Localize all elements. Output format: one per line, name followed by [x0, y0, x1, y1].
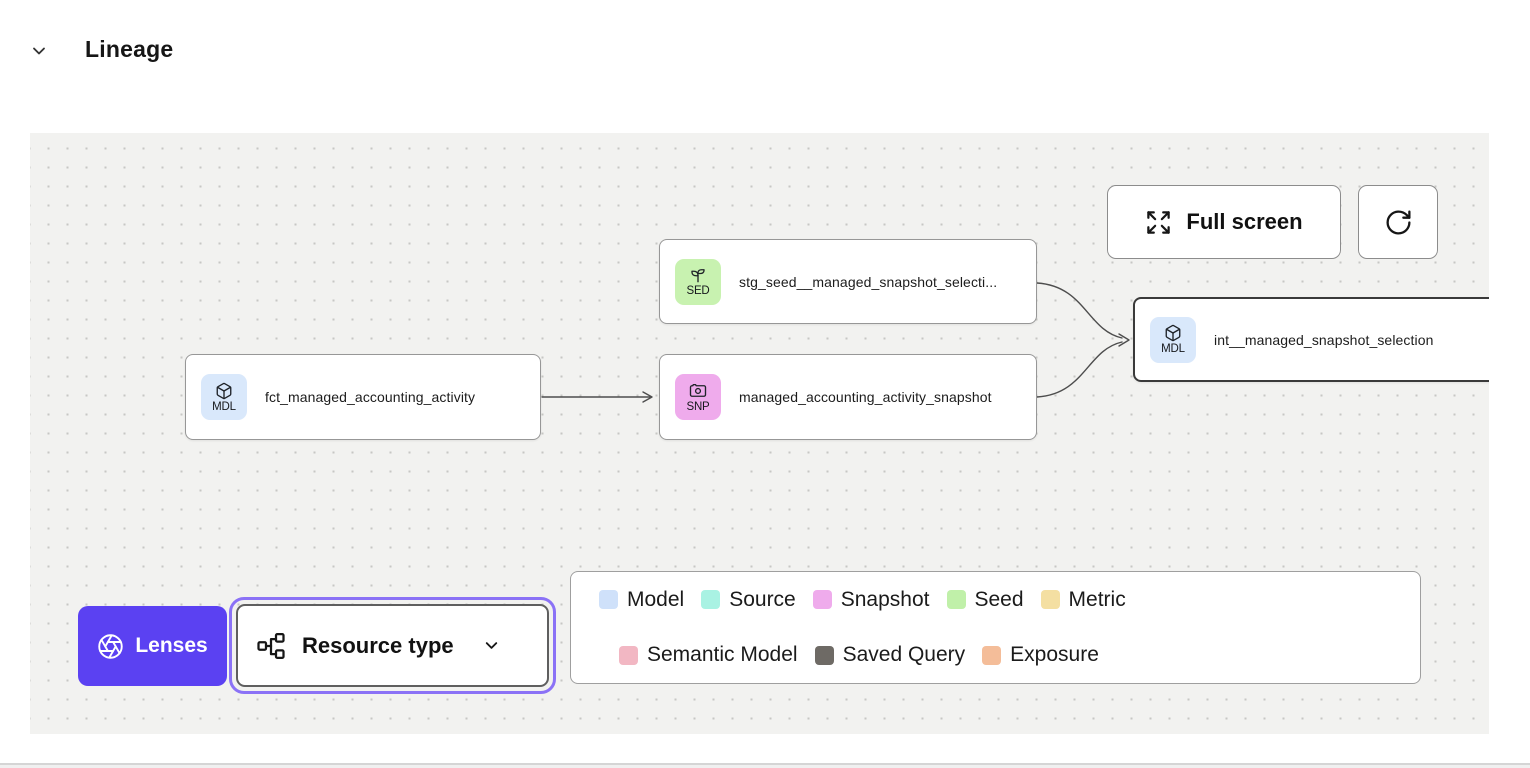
node-label: fct_managed_accounting_activity: [265, 389, 476, 405]
badge-code: SNP: [686, 400, 710, 413]
model-swatch: [599, 590, 618, 610]
legend-item-semantic-model: Semantic Model: [619, 643, 798, 667]
expand-icon: [1147, 210, 1171, 234]
resource-type-focus-ring: Resource type: [229, 597, 556, 694]
bottom-strip: [0, 765, 1530, 768]
legend-row-1: Model Source Snapshot Seed Metric: [599, 572, 1420, 628]
section-collapse-chevron-icon[interactable]: [29, 41, 49, 61]
cube-icon: [1165, 324, 1181, 342]
node-managed-accounting-activity-snapshot[interactable]: SNP managed_accounting_activity_snapshot: [659, 354, 1037, 440]
full-screen-label: Full screen: [1186, 209, 1303, 234]
resource-type-label: Resource type: [302, 632, 454, 658]
refresh-button[interactable]: [1358, 185, 1438, 259]
legend-item-seed: Seed: [946, 588, 1024, 612]
resource-type-dropdown[interactable]: Resource type: [236, 604, 549, 687]
legend-item-exposure: Exposure: [982, 643, 1099, 667]
badge-code: SED: [686, 285, 710, 297]
chevron-down-icon: [485, 642, 497, 649]
node-label: managed_accounting_activity_snapshot: [739, 389, 992, 405]
lenses-button[interactable]: Lenses: [78, 606, 227, 686]
model-badge: MDL: [1150, 316, 1196, 363]
legend-item-model: Model: [599, 588, 684, 612]
badge-code: MDL: [212, 400, 236, 413]
camera-icon: [689, 383, 707, 397]
legend-item-snapshot: Snapshot: [812, 588, 930, 612]
metric-swatch: [1040, 590, 1060, 610]
legend-item-source: Source: [701, 588, 796, 612]
aperture-icon: [98, 633, 124, 659]
cube-icon: [216, 382, 232, 399]
node-label: int__managed_snapshot_selection: [1214, 331, 1434, 348]
node-label: stg_seed__managed_snapshot_selecti...: [739, 273, 998, 290]
bottom-divider: [0, 763, 1530, 765]
legend-item-metric: Metric: [1040, 588, 1126, 612]
node-fct-managed-accounting-activity[interactable]: MDL fct_managed_accounting_activity: [185, 354, 541, 440]
seed-swatch: [946, 590, 966, 610]
model-badge: MDL: [201, 374, 247, 420]
lineage-canvas[interactable]: SED stg_seed__managed_snapshot_selecti..…: [30, 133, 1489, 734]
refresh-icon: [1386, 209, 1411, 234]
sprout-icon: [691, 269, 705, 283]
full-screen-button[interactable]: Full screen: [1107, 185, 1341, 259]
exposure-swatch: [982, 645, 1002, 665]
node-stg-seed-managed-snapshot-selection[interactable]: SED stg_seed__managed_snapshot_selecti..…: [659, 239, 1037, 324]
seed-badge: SED: [675, 258, 721, 305]
hierarchy-icon: [257, 632, 285, 659]
snapshot-badge: SNP: [675, 374, 721, 420]
page-title: Lineage: [85, 36, 174, 62]
badge-code: MDL: [1161, 343, 1185, 355]
lenses-label: Lenses: [135, 634, 208, 657]
snapshot-swatch: [812, 590, 832, 610]
source-swatch: [701, 590, 721, 610]
legend-row-2: Semantic Model Saved Query Exposure: [599, 628, 1420, 684]
resource-type-legend: Model Source Snapshot Seed Metric S: [570, 571, 1421, 684]
semantic-model-swatch: [619, 645, 638, 665]
saved-query-swatch: [814, 645, 834, 665]
legend-item-saved-query: Saved Query: [814, 643, 965, 667]
node-int-managed-snapshot-selection[interactable]: MDL int__managed_snapshot_selection: [1133, 297, 1489, 382]
